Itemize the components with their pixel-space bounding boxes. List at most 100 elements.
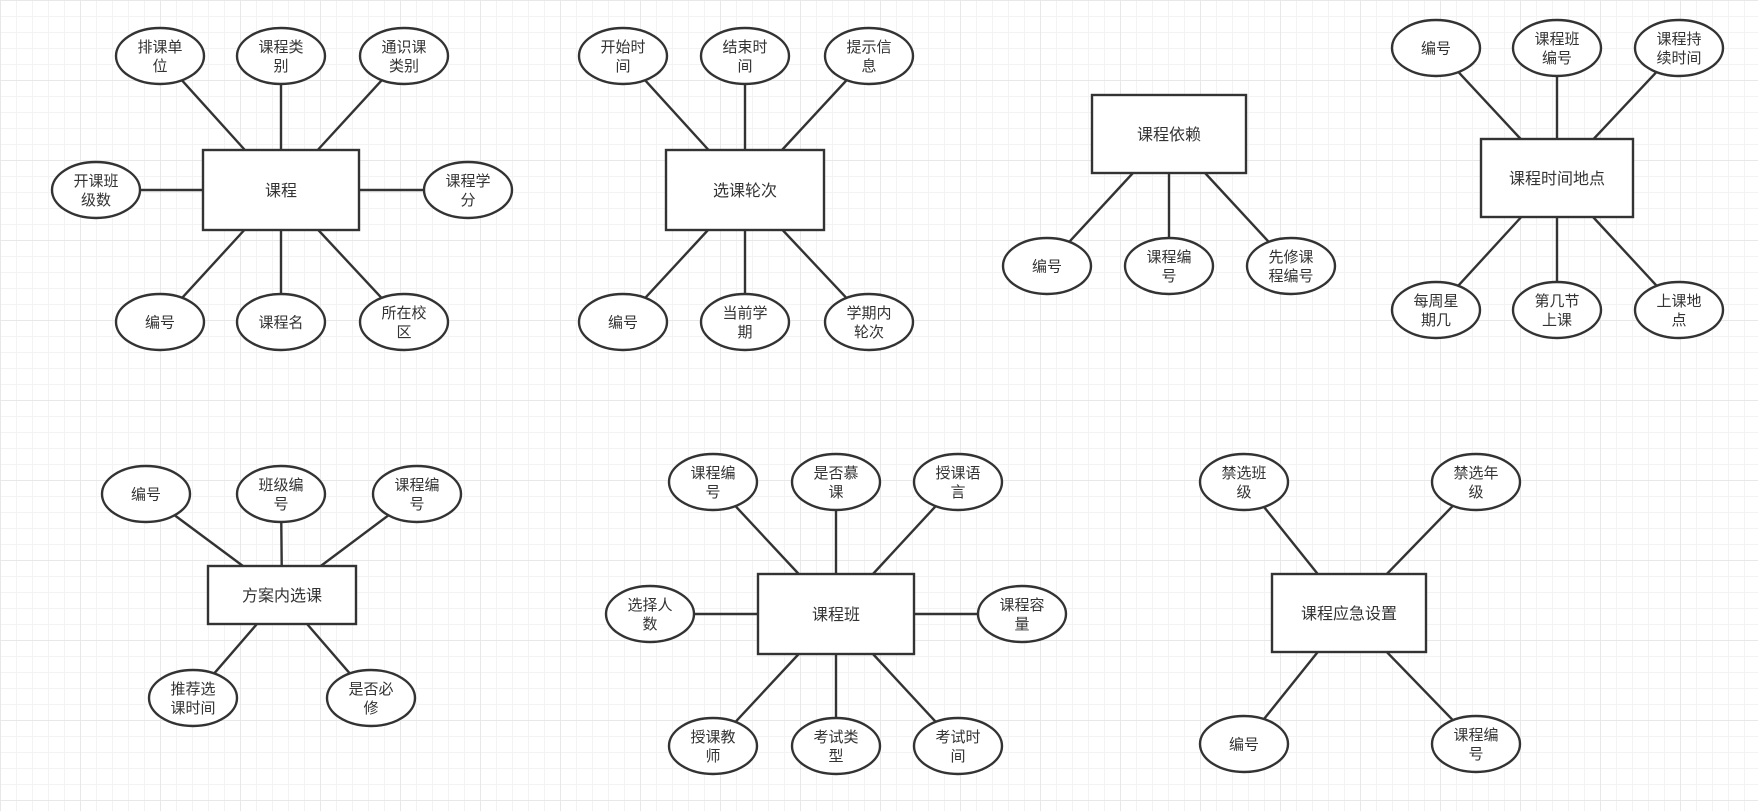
attribute-label: 号 bbox=[1468, 745, 1483, 763]
connector-line bbox=[181, 229, 246, 299]
attribute-label: 量 bbox=[1014, 615, 1029, 633]
attribute-label: 师 bbox=[705, 747, 720, 765]
connector-line bbox=[181, 79, 246, 151]
attribute-ellipse bbox=[1511, 18, 1603, 78]
connector-line bbox=[1592, 71, 1658, 140]
attribute-label: 排课单 bbox=[137, 38, 182, 56]
attribute-ellipse bbox=[577, 292, 669, 352]
entity-label: 课程依赖 bbox=[1137, 125, 1201, 144]
attribute-ellipse bbox=[1245, 236, 1337, 296]
entity-box bbox=[664, 148, 826, 232]
attribute-label: 课程容 bbox=[999, 596, 1044, 614]
attribute-label: 号 bbox=[409, 495, 424, 513]
attribute-ellipse bbox=[235, 464, 327, 524]
attribute-ellipse bbox=[100, 464, 192, 524]
attribute-ellipse bbox=[577, 26, 669, 86]
attribute-label: 课程编 bbox=[394, 476, 439, 494]
connector-line bbox=[872, 653, 937, 723]
attribute-label: 第几节 bbox=[1534, 292, 1579, 310]
attribute-label: 课程编 bbox=[1453, 726, 1498, 744]
attribute-label: 先修课 bbox=[1268, 248, 1313, 266]
connector-line bbox=[317, 229, 383, 299]
connector-line bbox=[316, 79, 383, 151]
connector-line bbox=[781, 79, 848, 151]
connector-line bbox=[1385, 651, 1454, 722]
attribute-ellipse bbox=[114, 26, 206, 86]
attribute-label: 选择人 bbox=[627, 596, 672, 614]
attribute-label: 授课语 bbox=[935, 464, 980, 482]
attribute-ellipse bbox=[823, 26, 915, 86]
attribute-label: 课程编 bbox=[690, 464, 735, 482]
attribute-label: 开课班 bbox=[73, 172, 118, 190]
attribute-label: 禁选年 bbox=[1453, 464, 1498, 482]
attribute-ellipse bbox=[50, 160, 142, 220]
attribute-ellipse bbox=[235, 292, 327, 352]
attribute-label: 类别 bbox=[389, 57, 419, 75]
connector-line bbox=[320, 514, 390, 567]
attribute-label: 编号 bbox=[1032, 257, 1062, 275]
entity-group: 课程排课单位课程类别通识课类别开课班级数课程学分编号课程名所在校区 bbox=[50, 26, 514, 352]
attribute-label: 期几 bbox=[1421, 311, 1451, 329]
attribute-label: 编号 bbox=[145, 313, 175, 331]
attribute-ellipse bbox=[912, 452, 1004, 512]
attribute-label: 级数 bbox=[81, 191, 111, 209]
connector-line bbox=[644, 229, 709, 299]
attribute-label: 考试时 bbox=[935, 728, 980, 746]
entity-box bbox=[1090, 93, 1248, 175]
entity-box bbox=[206, 564, 358, 626]
attribute-label: 言 bbox=[950, 483, 965, 501]
attribute-label: 通识课 bbox=[381, 38, 426, 56]
attribute-label: 号 bbox=[705, 483, 720, 501]
entity-box bbox=[1479, 137, 1635, 219]
attribute-label: 编号 bbox=[1542, 49, 1572, 67]
attribute-label: 编号 bbox=[131, 485, 161, 503]
attribute-ellipse bbox=[1633, 18, 1725, 78]
attribute-label: 当前学 bbox=[722, 304, 767, 322]
attribute-label: 别 bbox=[273, 57, 288, 75]
attribute-label: 修 bbox=[363, 699, 378, 717]
attribute-ellipse bbox=[1390, 280, 1482, 340]
entity-box bbox=[201, 148, 361, 232]
attribute-label: 结束时 bbox=[722, 38, 767, 56]
attribute-label: 编号 bbox=[1229, 735, 1259, 753]
connector-line bbox=[1068, 172, 1134, 243]
attribute-label: 是否慕 bbox=[813, 464, 858, 482]
attribute-label: 所在校 bbox=[381, 304, 426, 322]
attribute-ellipse bbox=[235, 26, 327, 86]
attribute-label: 息 bbox=[861, 57, 876, 75]
attribute-label: 区 bbox=[396, 323, 411, 341]
attribute-label: 轮次 bbox=[854, 323, 884, 341]
connector-line bbox=[1263, 651, 1319, 720]
attribute-label: 间 bbox=[737, 57, 752, 75]
entity-label: 课程应急设置 bbox=[1301, 604, 1397, 623]
attribute-ellipse bbox=[1198, 714, 1290, 774]
connector-line bbox=[213, 623, 258, 675]
attribute-label: 推荐选 bbox=[170, 680, 215, 698]
attribute-label: 续时间 bbox=[1656, 49, 1701, 67]
attribute-label: 期 bbox=[737, 323, 752, 341]
connector-line bbox=[1457, 216, 1523, 287]
attribute-label: 数 bbox=[642, 615, 657, 633]
connector-line bbox=[1457, 71, 1522, 140]
attribute-label: 考试类 bbox=[813, 728, 858, 746]
connector-line bbox=[1592, 216, 1658, 287]
entity-label: 课程班 bbox=[812, 605, 860, 624]
attribute-label: 分 bbox=[460, 191, 475, 209]
attribute-label: 课程类 bbox=[258, 38, 303, 56]
attribute-label: 提示信 bbox=[846, 38, 891, 56]
attribute-ellipse bbox=[358, 292, 450, 352]
attribute-ellipse bbox=[667, 716, 759, 776]
connector-line bbox=[781, 229, 848, 299]
attribute-ellipse bbox=[1390, 18, 1482, 78]
attribute-ellipse bbox=[371, 464, 463, 524]
attribute-label: 上课地 bbox=[1656, 292, 1701, 310]
attribute-ellipse bbox=[1198, 452, 1290, 512]
attribute-label: 是否必 bbox=[348, 680, 393, 698]
attribute-label: 课程持 bbox=[1656, 30, 1701, 48]
attribute-ellipse bbox=[604, 584, 696, 644]
